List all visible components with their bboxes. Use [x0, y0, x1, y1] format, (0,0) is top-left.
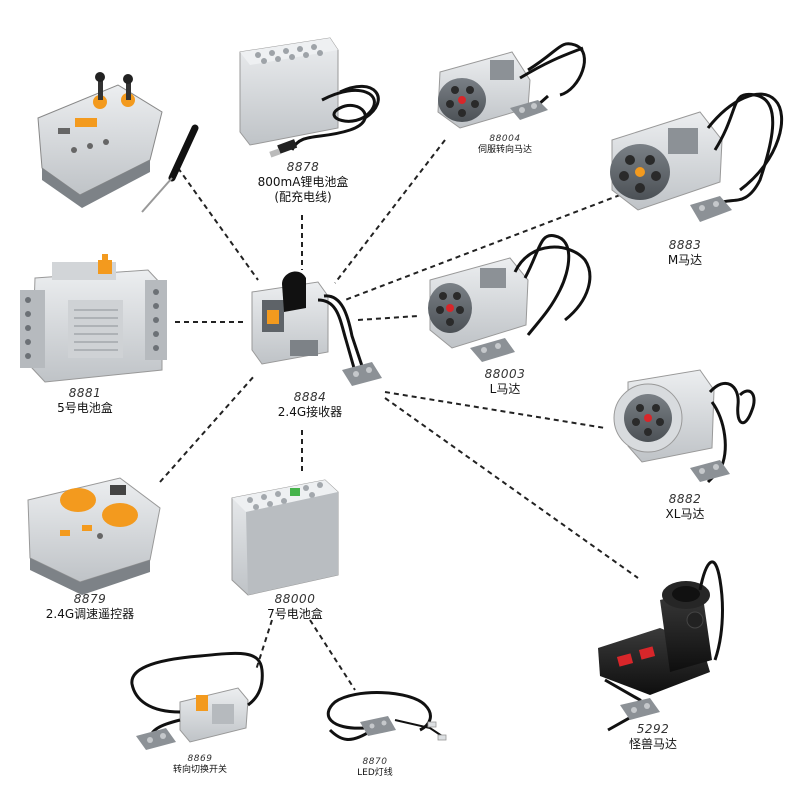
label-8878: 8878 800mA锂电池盒 (配充电线): [248, 160, 358, 205]
label-8884: 8884 2.4G接收器: [250, 390, 370, 420]
name-8869: 转向切换开关: [172, 765, 227, 775]
buggy-motor-5292-image: [598, 560, 724, 732]
code-8870: 8870: [362, 757, 388, 767]
code-5292: 5292: [636, 722, 670, 736]
name-8878: 800mA锂电池盒: [257, 175, 349, 189]
m-motor-8883-image: [610, 92, 784, 222]
code-8883: 8883: [668, 238, 702, 252]
name-5292: 怪兽马达: [628, 737, 677, 751]
remote-simple-image: [37, 72, 199, 213]
battery-li-8878-image: [239, 37, 380, 158]
name-8878-sub: (配充电线): [274, 190, 332, 204]
code-8879: 8879: [73, 592, 107, 606]
l-motor-88003-image: [428, 233, 592, 362]
code-8878: 8878: [286, 160, 320, 174]
connector-5292: [384, 397, 639, 579]
code-8884: 8884: [293, 390, 327, 404]
label-88000: 88000 7号电池盒: [240, 592, 350, 622]
label-5292: 5292 怪兽马达: [608, 722, 698, 752]
name-88000: 7号电池盒: [267, 607, 323, 621]
connector-88004: [334, 139, 446, 284]
label-88003: 88003 L马达: [465, 367, 545, 397]
connector-8870: [309, 619, 356, 691]
connector-8882: [384, 391, 606, 429]
code-88000: 88000: [274, 592, 316, 606]
name-88004: 伺服转向马达: [477, 145, 532, 155]
name-88003: L马达: [489, 382, 521, 396]
connector-lines: [159, 139, 639, 691]
connector-8879: [159, 374, 256, 483]
label-8879: 8879 2.4G调速遥控器: [20, 592, 160, 622]
servo-88004-image: [437, 42, 586, 129]
code-8881: 8881: [68, 386, 102, 400]
speed-remote-8879-image: [27, 477, 161, 595]
connector-8883: [344, 194, 621, 301]
name-8870: LED灯线: [357, 768, 393, 778]
name-8883: M马达: [667, 253, 703, 267]
code-8882: 8882: [668, 492, 702, 506]
code-88003: 88003: [484, 367, 526, 381]
connector-88003: [357, 315, 419, 321]
label-8870: 8870 LED灯线: [335, 757, 415, 779]
label-8882: 8882 XL马达: [645, 492, 725, 522]
label-8869: 8869 转向切换开关: [150, 754, 250, 776]
code-88004: 88004: [489, 134, 521, 144]
name-8881: 5号电池盒: [57, 401, 113, 415]
battery-aaa-88000-image: [231, 479, 339, 596]
receiver-8884-image: [251, 271, 382, 386]
name-8882: XL马达: [665, 507, 705, 521]
name-8884: 2.4G接收器: [277, 405, 343, 419]
battery-aa-8881-image: [20, 254, 167, 383]
led-8870-image: [326, 691, 447, 741]
connector-remote: [177, 167, 259, 281]
xl-motor-8882-image: [613, 369, 756, 484]
name-8879: 2.4G调速遥控器: [45, 607, 135, 621]
label-8881: 8881 5号电池盒: [30, 386, 140, 416]
label-8883: 8883 M马达: [645, 238, 725, 268]
label-88004: 88004 伺服转向马达: [460, 134, 550, 156]
switch-8869-image: [130, 651, 264, 750]
code-8869: 8869: [187, 754, 213, 764]
